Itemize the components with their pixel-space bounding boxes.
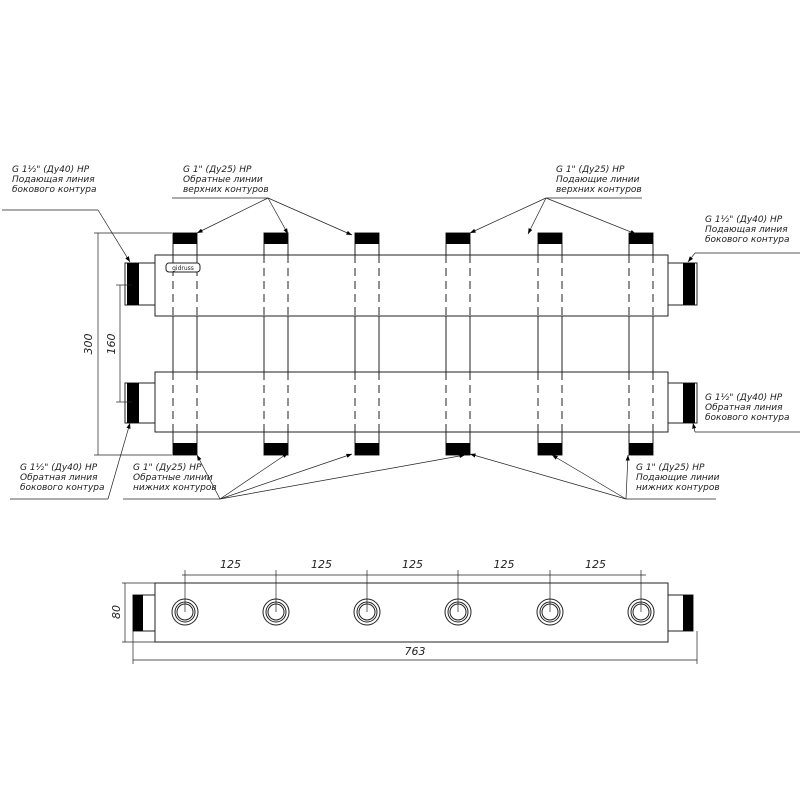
callout-bottom-left-line-1: Обратная линия <box>20 473 98 483</box>
callout-bottom-right-leader <box>469 453 627 500</box>
callout-top-mid-left-line-1: Обратные линии <box>183 175 263 185</box>
plan-right-thread <box>683 595 693 631</box>
right-side-thread <box>683 383 695 423</box>
top-nozzle-thread <box>264 233 288 244</box>
top-nozzle-thread <box>173 233 197 244</box>
connector-pipe <box>263 315 289 373</box>
callout-right-lower-line-2: бокового контура <box>705 413 790 423</box>
callout-bottom-mid-leader <box>219 453 353 500</box>
plan-header <box>154 582 669 643</box>
bottom-nozzle-thread <box>355 443 379 455</box>
callout-bottom-right-line-2: нижних контуров <box>636 483 720 493</box>
lower-header <box>154 371 669 433</box>
dim-pitch: 125 <box>311 558 332 571</box>
callout-top-mid-left-line-2: верхних контуров <box>183 185 269 195</box>
plan-left-thread <box>133 595 143 631</box>
bottom-nozzle-thread <box>446 443 470 455</box>
connector-pipe <box>628 315 654 373</box>
callout-top-left-line-2: бокового контура <box>12 185 97 195</box>
bottom-nozzle-thread <box>173 443 197 455</box>
top-nozzle-thread <box>538 233 562 244</box>
logo-badge <box>165 262 201 273</box>
bottom-nozzle-thread <box>629 443 653 455</box>
callout-top-mid-left-line-0: G 1" (Ду25) НР <box>183 165 252 175</box>
callout-right-lower-line-1: Обратная линия <box>705 403 783 413</box>
dim-300: 300 <box>82 334 95 355</box>
callout-bottom-right-line-1: Подающие линии <box>636 473 720 483</box>
callout-bottom-left-line-0: G 1½" (Ду40) НР <box>20 463 98 473</box>
connector-pipe <box>445 315 471 373</box>
callout-top-mid-right-leader <box>527 197 547 235</box>
callout-top-left-leader <box>97 209 131 263</box>
callout-bottom-mid-leader <box>219 453 466 500</box>
connector-pipe <box>172 315 198 373</box>
dim-763: 763 <box>405 645 426 658</box>
upper-header <box>154 254 669 317</box>
connector-pipe <box>537 315 563 373</box>
callout-top-right-line-2: бокового контура <box>705 235 790 245</box>
logo-text: gidruss <box>172 265 194 272</box>
callout-top-left-line-0: G 1½" (Ду40) НР <box>12 165 90 175</box>
callout-right-lower-leader <box>692 422 697 433</box>
dim-80: 80 <box>110 605 123 619</box>
left-side-thread <box>127 383 139 423</box>
dim-pitch: 125 <box>220 558 241 571</box>
top-nozzle-thread <box>446 233 470 244</box>
dim-pitch: 125 <box>494 558 515 571</box>
callout-top-mid-right-line-0: G 1" (Ду25) НР <box>556 165 625 175</box>
callout-bottom-mid-line-1: Обратные линии <box>133 473 213 483</box>
callout-top-mid-left-leader <box>267 197 353 236</box>
bottom-nozzle-thread <box>264 443 288 455</box>
callout-bottom-mid-line-2: нижних контуров <box>133 483 217 493</box>
callout-bottom-right-leader <box>551 454 627 500</box>
plan-view: 125 125 125 125 125 80 763 <box>110 558 698 664</box>
callout-bottom-mid-leader <box>219 452 289 500</box>
callout-top-mid-left-leader <box>267 197 289 235</box>
top-nozzle-thread <box>355 233 379 244</box>
callout-bottom-left-line-2: бокового контура <box>20 483 105 493</box>
callout-top-mid-right-leader <box>545 197 637 235</box>
front-view: gidruss 300 160 <box>82 232 698 456</box>
bottom-nozzle-thread <box>538 443 562 455</box>
callout-top-right-line-0: G 1½" (Ду40) НР <box>705 215 783 225</box>
callout-bottom-left-leader <box>107 422 131 500</box>
callout-top-mid-right-line-1: Подающие линии <box>556 175 640 185</box>
right-side-thread <box>683 263 695 305</box>
callout-right-lower-line-0: G 1½" (Ду40) НР <box>705 393 783 403</box>
callout-top-right-leader <box>687 252 696 263</box>
connector-pipe <box>354 315 380 373</box>
callout-top-right-line-1: Подающая линия <box>705 225 788 235</box>
callout-bottom-right-line-0: G 1" (Ду25) НР <box>636 463 705 473</box>
top-nozzle-thread <box>629 233 653 244</box>
callout-bottom-right-leader <box>625 454 630 500</box>
callout-top-mid-right-leader <box>469 197 547 234</box>
callout-bottom-mid-line-0: G 1" (Ду25) НР <box>133 463 202 473</box>
dim-pitch: 125 <box>585 558 606 571</box>
dim-pitch: 125 <box>402 558 423 571</box>
callout-bottom-mid-leader <box>196 454 221 500</box>
callout-top-left-line-1: Подающая линия <box>12 175 95 185</box>
callout-top-mid-right-line-2: верхних контуров <box>556 185 642 195</box>
callout-top-mid-left-leader <box>196 197 269 234</box>
dim-160: 160 <box>105 334 118 355</box>
left-side-thread <box>127 263 139 305</box>
